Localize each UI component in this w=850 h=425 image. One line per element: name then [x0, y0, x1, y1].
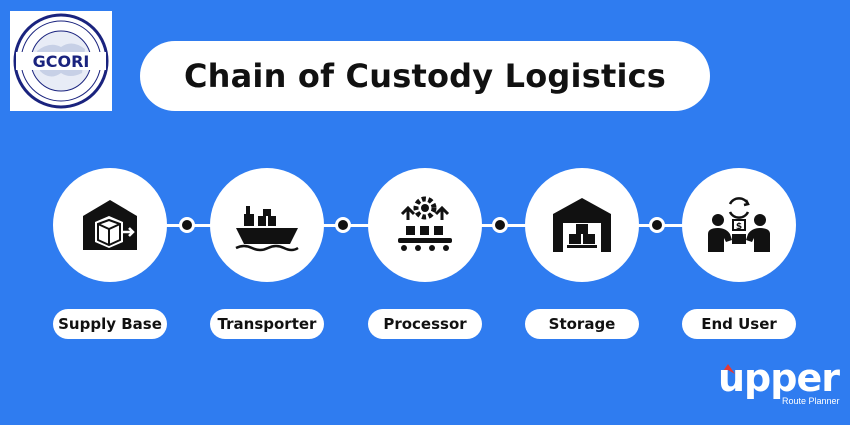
cargo-ship-icon [235, 206, 299, 252]
svg-text:$: $ [736, 222, 742, 232]
brand-name: upper [718, 356, 840, 400]
logo-text: GCORI [33, 52, 90, 71]
step-label-supply-base: Supply Base [53, 309, 167, 339]
step-label-text: Storage [548, 315, 616, 333]
brand-tagline: Route Planner [782, 396, 840, 406]
connector-dot [179, 217, 195, 233]
brand-arrow-icon [721, 364, 735, 374]
step-label-text: Processor [383, 315, 467, 333]
upper-brand-logo: upper Route Planner [718, 356, 840, 412]
step-label-text: Supply Base [58, 315, 162, 333]
connector-dot [335, 217, 351, 233]
step-circle-supply-base [53, 168, 167, 282]
step-label-end-user: End User [682, 309, 796, 339]
storage-warehouse-icon [553, 198, 611, 252]
connector-dot [492, 217, 508, 233]
step-label-text: Transporter [217, 315, 317, 333]
connector-dot [649, 217, 665, 233]
step-circle-transporter [210, 168, 324, 282]
title-banner: Chain of Custody Logistics [140, 41, 710, 111]
page-title: Chain of Custody Logistics [183, 57, 667, 95]
step-label-transporter: Transporter [210, 309, 324, 339]
step-circle-end-user: $ [682, 168, 796, 282]
warehouse-box-icon [83, 200, 137, 250]
step-circle-processor [368, 168, 482, 282]
step-label-processor: Processor [368, 309, 482, 339]
exchange-people-icon: $ [708, 197, 770, 252]
gcori-seal-icon: GCORI [13, 13, 109, 109]
step-label-storage: Storage [525, 309, 639, 339]
processing-gear-icon [398, 196, 452, 251]
step-circle-storage [525, 168, 639, 282]
step-label-text: End User [701, 315, 777, 333]
gcori-logo: GCORI [10, 11, 112, 111]
